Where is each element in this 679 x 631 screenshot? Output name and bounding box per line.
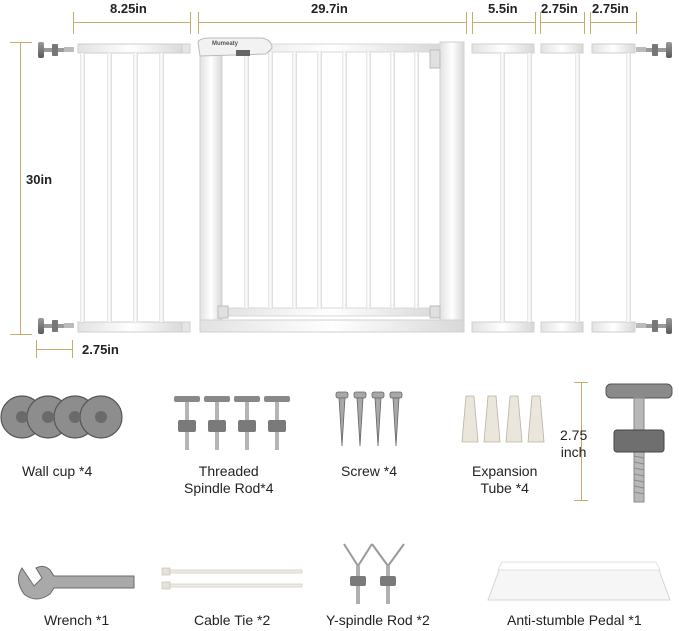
accessory-label-y-spindle-rod: Y-spindle Rod *2 (326, 612, 430, 628)
wrench-illustration (18, 565, 135, 600)
anti-stumble-pedal-illustration (487, 561, 671, 601)
dimension-label-2-75in-b: 2.75in (592, 1, 629, 16)
gate-illustration (38, 37, 672, 334)
dimension-label-8-25in: 8.25in (110, 1, 147, 16)
extension-panel-5-5 (471, 43, 535, 333)
dimension-label-2-75in-spindle: 2.75in (82, 342, 119, 357)
right-spindle-bottom (636, 318, 672, 334)
dimension-label-2-75in-a: 2.75in (541, 1, 578, 16)
gate-handle (197, 37, 273, 57)
dimension-label-30in: 30in (26, 172, 53, 187)
extension-panel-2-75-b (591, 43, 636, 333)
accessory-label-cable-tie: Cable Tie *2 (194, 612, 271, 628)
accessory-label-expansion-tube: Expansion Tube *4 (472, 463, 538, 496)
accessory-label-threaded-spindle-rod: Threaded Spindle Rod*4 (184, 463, 274, 496)
y-spindle-rod-illustration (343, 543, 405, 604)
accessory-label-screw: Screw *4 (341, 463, 398, 479)
expansion-tube-illustration (461, 395, 545, 443)
dimension-label-2-75-inch: 2.75 inch (560, 427, 588, 460)
left-spindle-bottom (38, 318, 74, 334)
left-spindle-top (38, 42, 74, 58)
extension-panel-2-75-a (540, 43, 584, 333)
screw-illustration (335, 391, 403, 447)
right-spindle-top (636, 42, 672, 58)
accessory-label-wall-cup: Wall cup *4 (22, 463, 93, 479)
dimension-label-5-5in: 5.5in (488, 1, 518, 16)
accessory-label-wrench: Wrench *1 (44, 612, 110, 628)
extension-panel-8-25 (77, 43, 191, 333)
cable-tie-illustration (161, 567, 303, 590)
wall-cup-illustration (0, 395, 123, 439)
brand-logo-text: Mumeaty (212, 41, 239, 47)
spindle-detail-illustration (605, 383, 673, 503)
main-gate-frame (199, 39, 465, 333)
threaded-spindle-rod-illustration (174, 396, 290, 450)
dimension-label-29-7in: 29.7in (311, 1, 348, 16)
accessory-label-anti-stumble-pedal: Anti-stumble Pedal *1 (507, 612, 642, 628)
